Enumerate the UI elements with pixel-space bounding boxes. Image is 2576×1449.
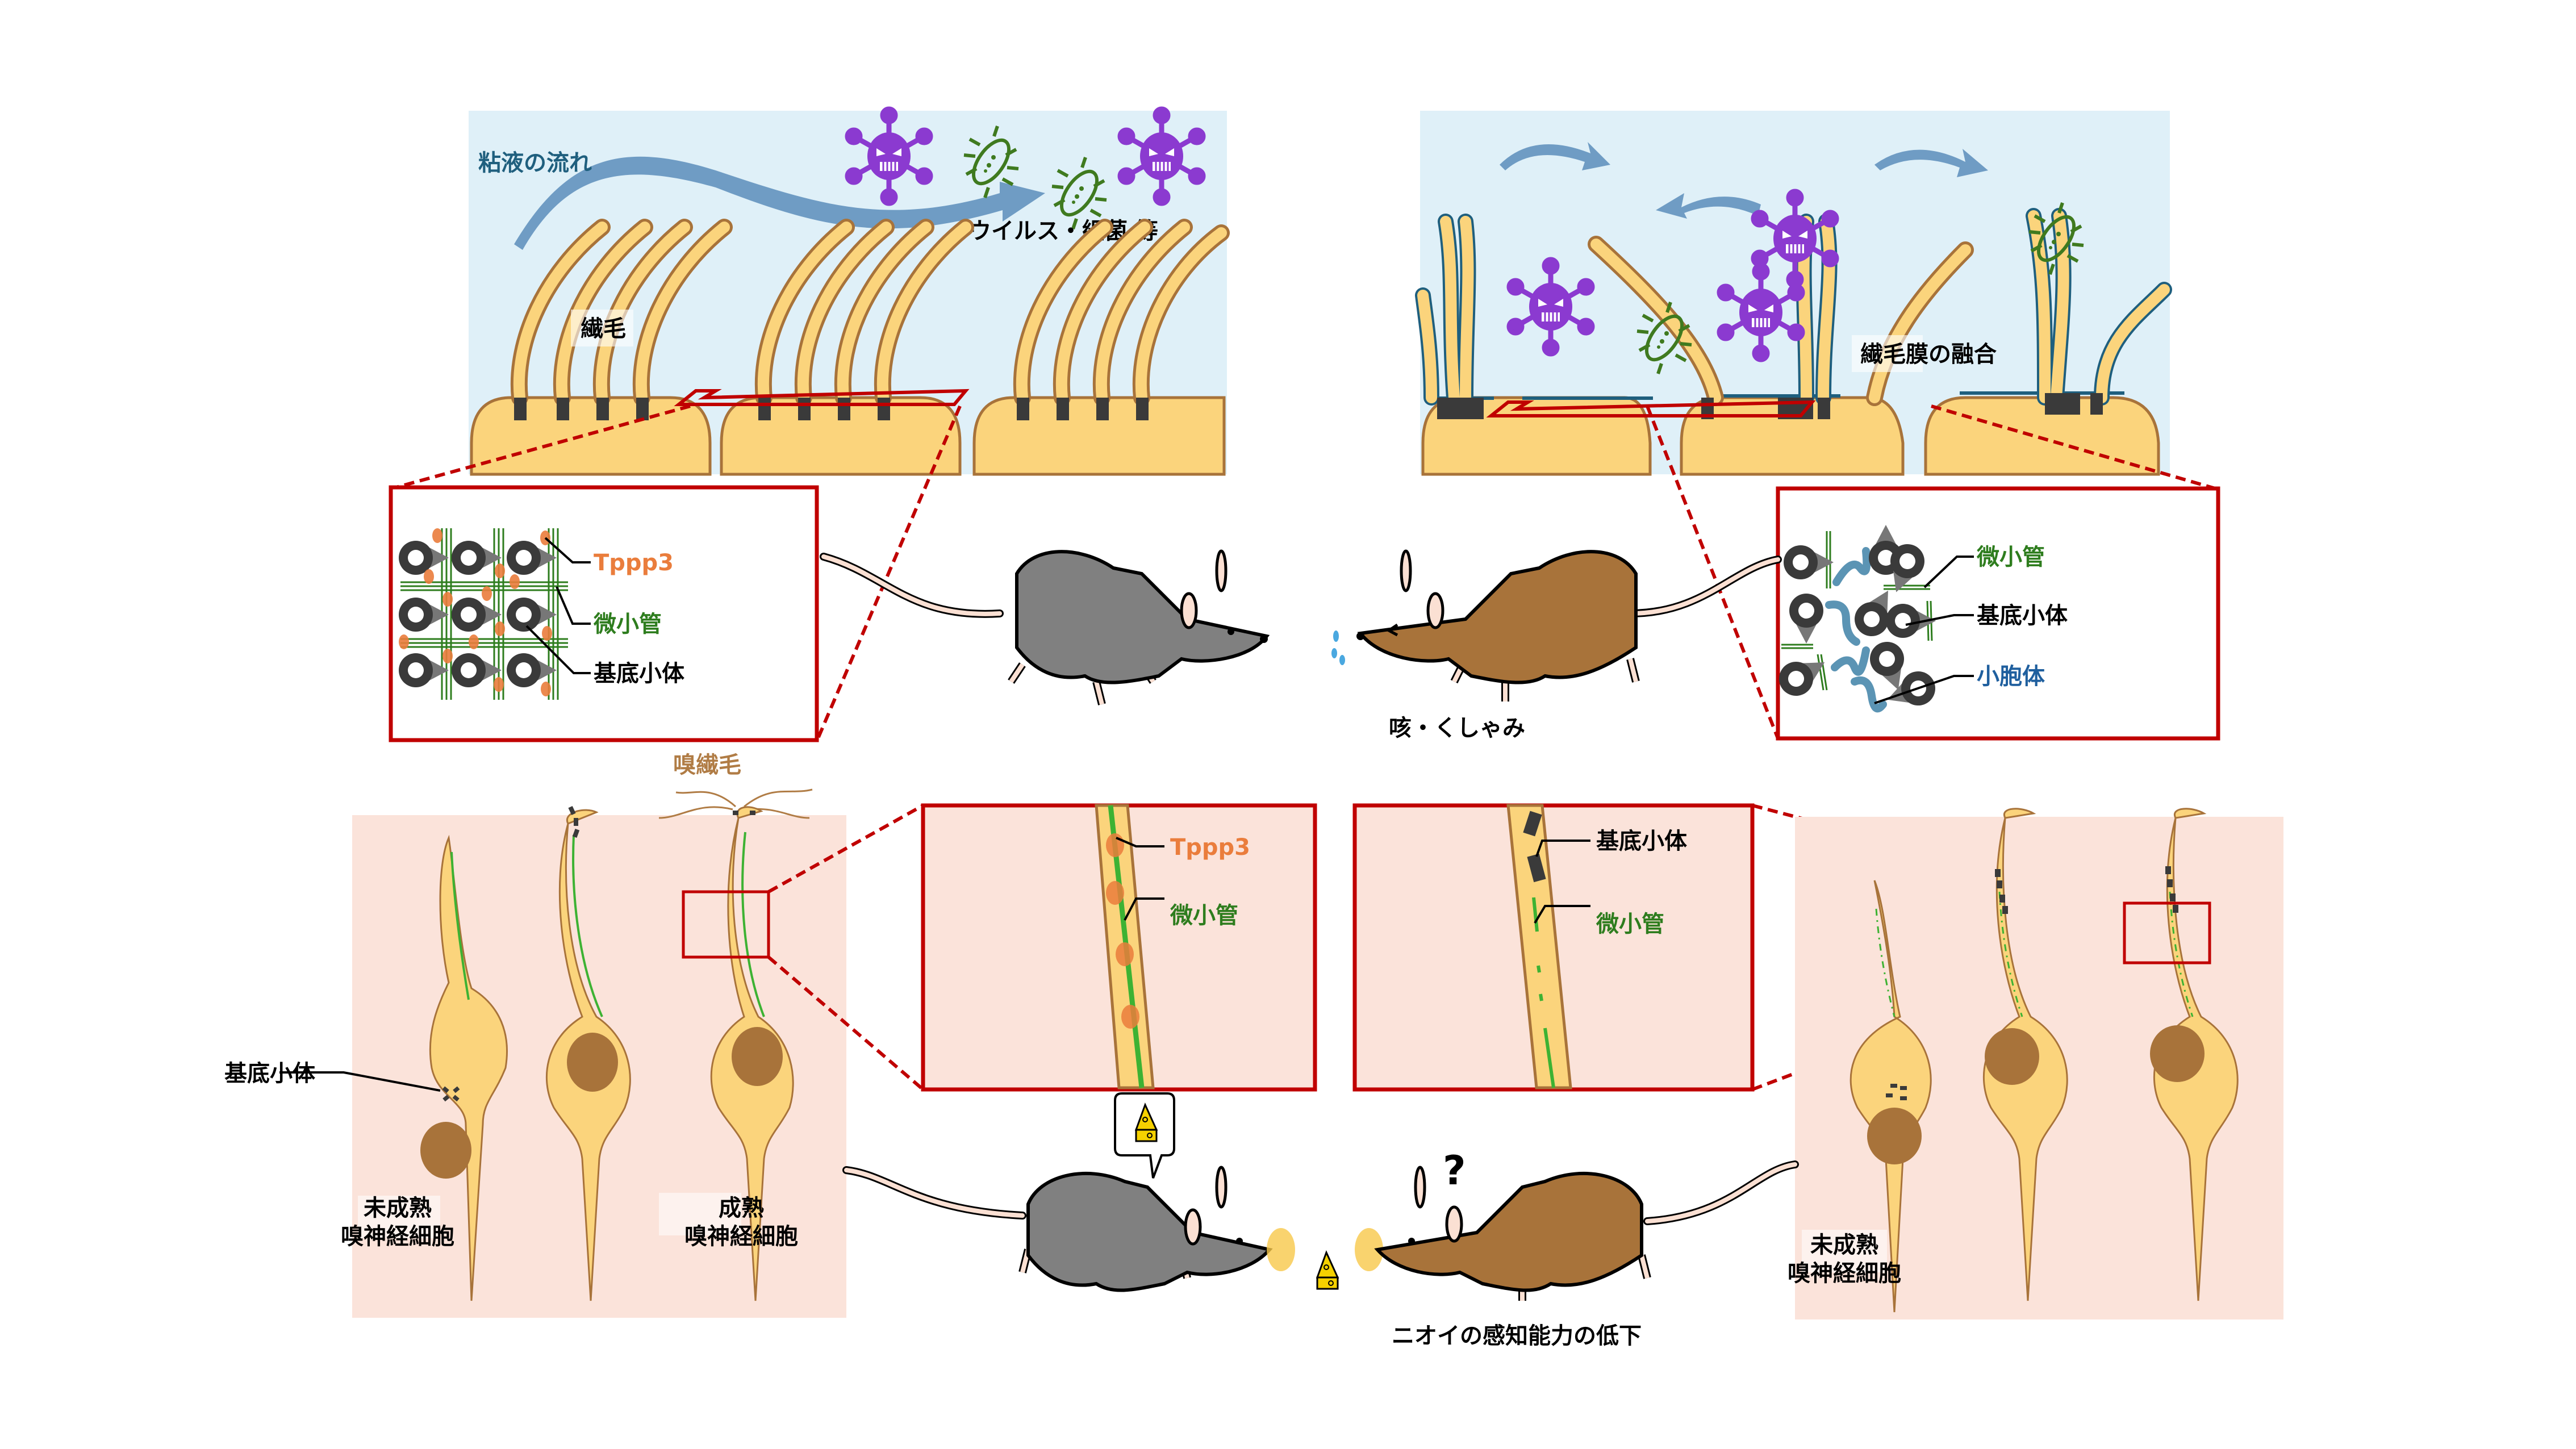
fragmented-microtubule — [1532, 897, 1555, 1088]
basal-body-label: 基底小体 — [594, 661, 684, 687]
membrane-fusion-label-bg — [1852, 335, 1923, 372]
label-bg — [659, 1193, 741, 1235]
basal-body-array — [399, 541, 557, 687]
basal-body-label: 基底小体 — [1596, 828, 1687, 854]
immature-neuron-label-line2: 嗅神経細胞 — [1788, 1260, 1901, 1287]
epithelial-cells — [470, 396, 1226, 476]
vesicle-label: 小胞体 — [1977, 663, 2045, 690]
mouse-mutant-bottom: ? — [1374, 1147, 1799, 1301]
zoom-region-marker — [674, 389, 970, 406]
zoom-region-marker — [682, 890, 770, 959]
leader-lines — [1874, 556, 1974, 704]
leader-lines — [1534, 840, 1590, 924]
basal-body-label: 基底小体 — [224, 1060, 315, 1087]
zoom-defective-axon: 基底小体 微小管 — [1352, 803, 1755, 1092]
microtubule-label: 微小管 — [1596, 911, 1664, 937]
cilia-label-bg — [571, 310, 633, 346]
question-mark-icon: ? — [1443, 1147, 1466, 1194]
microtubule-label: 微小管 — [1170, 903, 1238, 929]
tppp3-label: Tppp3 — [594, 550, 674, 576]
panel-normal-cilia: 粘液の流れ ウイルス・細菌 等 — [469, 109, 1230, 476]
basal-body — [1527, 853, 1546, 883]
odor-cloud — [1267, 1228, 1383, 1271]
panel-olfactory-defective: 未成熟 嗅神経細胞 — [1788, 808, 2283, 1319]
label-bg — [358, 1196, 440, 1238]
mouse-mutant-top — [1331, 549, 1782, 701]
tppp3-label: Tppp3 — [1170, 834, 1250, 861]
mature-neuron-label-line1: 成熟 — [719, 1195, 764, 1221]
basal-body — [1523, 811, 1542, 837]
nuclei — [1867, 1025, 2205, 1164]
inset-frame — [1776, 486, 2220, 741]
leader-lines — [525, 537, 591, 674]
immature-neuron-label-line1: 未成熟 — [1810, 1232, 1878, 1258]
microtubules — [450, 832, 765, 1017]
zoom-connector-lines — [391, 404, 2216, 740]
microtubule-label: 微小管 — [1976, 544, 2045, 570]
label-bg — [1802, 1230, 1887, 1272]
motile-cilia — [510, 219, 1230, 406]
fragmented-microtubules — [1875, 891, 2194, 1017]
zoom-region-marker — [1486, 400, 1816, 417]
inset-normal-basal-bodies: Tppp3 微小管 基底小体 — [389, 485, 819, 742]
leader-line — [279, 1071, 441, 1092]
microtubule-fragments — [1781, 531, 1933, 691]
mucus-flow-label: 粘液の流れ — [478, 150, 592, 176]
fused-cilia — [1415, 208, 2172, 406]
vesicles — [1825, 547, 1887, 713]
mouse-wildtype-top — [820, 549, 1270, 705]
mature-neuron-label-line2: 嗅神経細胞 — [684, 1223, 798, 1250]
basal-bodies — [442, 805, 755, 1102]
tppp3-dots — [399, 528, 552, 696]
immature-neuron-label-line2: 嗅神経細胞 — [341, 1223, 454, 1250]
basal-body-label: 基底小体 — [1977, 603, 2068, 629]
microtubule-label: 微小管 — [593, 611, 662, 637]
basal-bodies — [1886, 866, 2178, 1100]
disorganized-flow-arrows — [1500, 142, 1988, 219]
leader-lines — [1116, 837, 1164, 921]
cheese-icon — [1316, 1251, 1339, 1290]
mouse-wildtype-bottom — [842, 1092, 1273, 1292]
olfactory-cilia — [658, 788, 813, 819]
cilia-label: 繊毛 — [581, 316, 626, 342]
zoom-region-marker — [2123, 901, 2211, 964]
membrane-fusion-label: 繊毛膜の融合 — [1860, 341, 1997, 368]
immature-neuron-label-line1: 未成熟 — [364, 1195, 432, 1221]
inset-disordered-basal-bodies: 微小管 基底小体 小胞体 — [1773, 486, 2220, 741]
mucus-flow-arrow — [514, 156, 1045, 250]
olfactory-cilia-label: 嗅繊毛 — [673, 752, 741, 778]
zoom-normal-axon: Tppp3 微小管 — [921, 803, 1317, 1092]
olfactory-deficit-label: ニオイの感知能力の低下 — [1392, 1323, 1642, 1349]
panel-olfactory-normal: 嗅繊毛 基底小体 未成熟 嗅神経細胞 成熟 嗅神経細胞 — [224, 752, 846, 1318]
tppp3-dots — [1106, 833, 1139, 1029]
droplets-icon — [1331, 630, 1345, 665]
cough-sneeze-label: 咳・くしゃみ — [1389, 715, 1525, 741]
panel-defective-cilia: 繊毛膜の融合 — [1415, 111, 2172, 476]
nuclei — [420, 1027, 783, 1179]
